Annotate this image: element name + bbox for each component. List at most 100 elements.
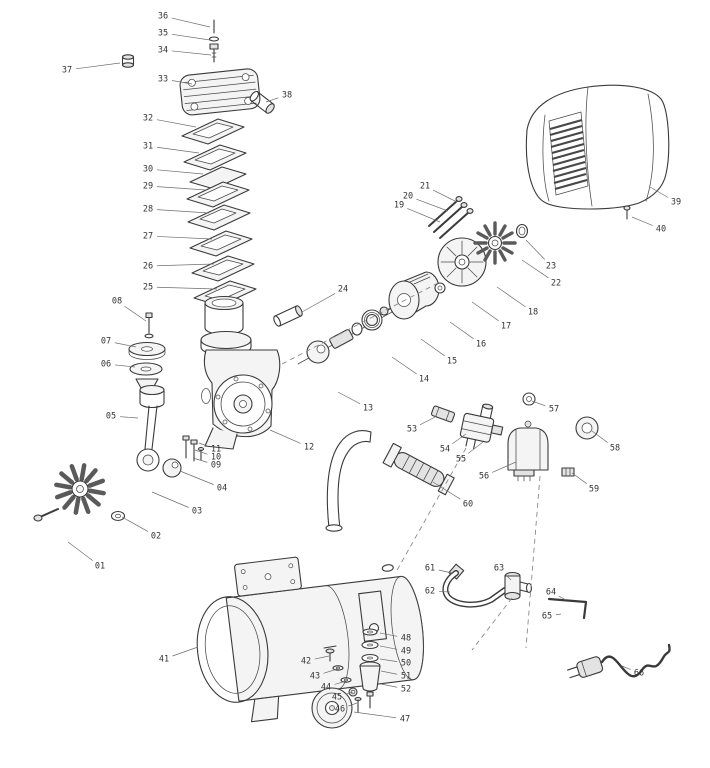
leader-line-03 <box>151 491 189 508</box>
part-label-15: 15 <box>447 357 457 367</box>
leader-line-18 <box>496 286 526 308</box>
leader-line-36 <box>171 17 211 28</box>
crankcase-bolts <box>162 435 205 478</box>
part-label-23: 23 <box>546 262 556 272</box>
part-label-21: 21 <box>420 182 430 192</box>
leader-line-44 <box>334 680 347 685</box>
part-label-50: 50 <box>401 659 411 669</box>
leader-line-52 <box>380 683 398 688</box>
leader-line-40 <box>631 216 653 226</box>
leader-line-35 <box>171 33 211 41</box>
leader-line-62 <box>438 591 451 593</box>
leader-line-63 <box>505 574 512 581</box>
leader-line-45 <box>345 691 354 695</box>
part-label-17: 17 <box>501 322 511 332</box>
leader-line-04 <box>179 470 214 485</box>
leader-line-64 <box>558 595 567 601</box>
part-label-39: 39 <box>671 198 681 208</box>
part-label-32: 32 <box>143 114 153 124</box>
part-label-24: 24 <box>338 285 348 295</box>
part-label-37: 37 <box>62 66 72 76</box>
leader-line-65 <box>555 613 562 616</box>
part-label-03: 03 <box>192 507 202 517</box>
part-label-59: 59 <box>589 485 599 495</box>
part-label-20: 20 <box>403 192 413 202</box>
part-label-13: 13 <box>363 404 373 414</box>
leader-line-26 <box>156 263 215 267</box>
crankshaft-assembly <box>273 305 395 365</box>
part-label-02: 02 <box>151 532 161 542</box>
tank-assembly <box>196 556 424 723</box>
part-label-41: 41 <box>159 655 169 665</box>
check-valve-group <box>430 392 536 450</box>
part-label-18: 18 <box>528 308 538 318</box>
leader-line-11 <box>198 442 208 447</box>
part-label-35: 35 <box>158 29 168 39</box>
leader-line-10 <box>194 449 208 455</box>
part-label-49: 49 <box>401 647 411 657</box>
leader-line-27 <box>156 236 213 240</box>
leader-line-43 <box>323 668 338 674</box>
leader-line-39 <box>649 186 669 198</box>
part-label-19: 19 <box>394 201 404 211</box>
part-label-25: 25 <box>143 283 153 293</box>
handle-tube <box>325 430 372 532</box>
leader-line-53 <box>419 415 438 426</box>
part-label-58: 58 <box>610 444 620 454</box>
leader-line-28 <box>156 209 210 214</box>
piston-connecting-rod <box>136 384 165 472</box>
part-label-42: 42 <box>301 657 311 667</box>
part-label-51: 51 <box>401 672 411 682</box>
part-label-44: 44 <box>321 683 331 693</box>
wheel <box>311 687 353 729</box>
part-label-52: 52 <box>401 685 411 695</box>
part-label-47: 47 <box>400 715 410 725</box>
part-label-56: 56 <box>479 472 489 482</box>
motor-through-bolts <box>428 196 474 239</box>
leader-line-42 <box>314 655 330 660</box>
cylinder-head <box>179 68 261 116</box>
part-label-04: 04 <box>217 484 227 494</box>
leader-line-41 <box>172 646 199 657</box>
leader-line-54 <box>452 433 467 445</box>
leader-line-01 <box>67 541 94 561</box>
part-label-63: 63 <box>494 564 504 574</box>
part-label-06: 06 <box>101 360 111 370</box>
part-label-65: 65 <box>542 612 552 622</box>
leader-line-13 <box>337 391 361 405</box>
part-label-22: 22 <box>551 279 561 289</box>
leader-line-29 <box>156 186 207 191</box>
part-label-45: 45 <box>332 693 342 703</box>
part-label-12: 12 <box>304 443 314 453</box>
part-label-38: 38 <box>282 91 292 101</box>
head-bolt-stack <box>208 19 220 63</box>
part-label-09: 09 <box>211 461 221 471</box>
leader-line-46 <box>348 702 358 707</box>
part-label-28: 28 <box>143 205 153 215</box>
pump-crankcase <box>200 330 281 450</box>
part-label-14: 14 <box>419 375 429 385</box>
part-label-36: 36 <box>158 12 168 22</box>
part-label-08: 08 <box>112 297 122 307</box>
part-label-30: 30 <box>143 165 153 175</box>
part-label-27: 27 <box>143 232 153 242</box>
leader-line-09 <box>192 457 208 463</box>
part-label-54: 54 <box>440 445 450 455</box>
leader-line-19 <box>407 208 441 223</box>
leader-line-47 <box>353 711 397 719</box>
part-label-11: 11 <box>211 445 221 455</box>
leader-line-24 <box>301 293 336 313</box>
part-label-10: 10 <box>211 453 221 463</box>
fastener-stack <box>359 628 381 709</box>
part-label-61: 61 <box>425 564 435 574</box>
part-label-01: 01 <box>95 562 105 572</box>
tank-outlet-port <box>381 564 394 572</box>
leader-line-31 <box>156 146 200 154</box>
leader-line-23 <box>525 239 546 260</box>
leader-line-58 <box>591 430 608 443</box>
leader-line-60 <box>432 481 461 500</box>
leader-line-22 <box>521 259 549 279</box>
